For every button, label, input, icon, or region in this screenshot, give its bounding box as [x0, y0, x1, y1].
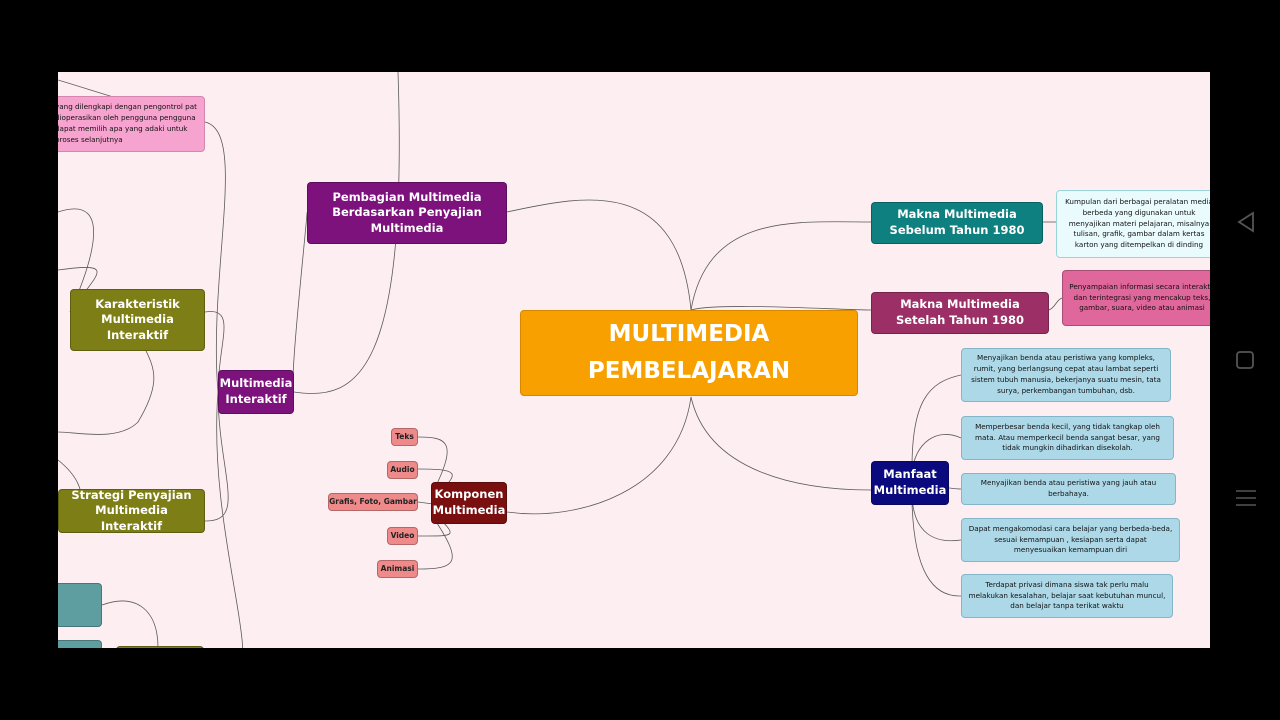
branch-makna-sebelum-1980[interactable]: Makna Multimedia Sebelum Tahun 1980: [871, 202, 1043, 244]
desc-makna-setelah-1980[interactable]: Penyampaian informasi secara interaktif …: [1062, 270, 1210, 326]
mindmap-canvas: MULTIMEDIA PEMBELAJARAN Makna Multimedia…: [58, 72, 1210, 648]
square-home-icon[interactable]: [1235, 350, 1255, 370]
komponen-teks[interactable]: Teks: [391, 428, 418, 446]
manfaat-item-5[interactable]: Terdapat privasi dimana siswa tak perlu …: [961, 574, 1173, 618]
triangle-back-icon[interactable]: [1235, 211, 1257, 233]
system-nav-bar: [1210, 0, 1280, 720]
desc-pink-interaktif[interactable]: yang dilengkapi dengan pengontrol pat di…: [58, 96, 205, 152]
komponen-animasi[interactable]: Animasi: [377, 560, 418, 578]
branch-komponen-multimedia[interactable]: Komponen Multimedia: [431, 482, 507, 524]
hamburger-menu-icon[interactable]: [1235, 488, 1257, 508]
branch-makna-setelah-1980[interactable]: Makna Multimedia Setelah Tahun 1980: [871, 292, 1049, 334]
manfaat-item-3[interactable]: Menyajikan benda atau peristiwa yang jau…: [961, 473, 1176, 505]
branch-karakteristik[interactable]: Karakteristik Multimedia Interaktif: [70, 289, 205, 351]
branch-manfaat-multimedia[interactable]: Manfaat Multimedia: [871, 461, 949, 505]
central-topic[interactable]: MULTIMEDIA PEMBELAJARAN: [520, 310, 858, 396]
komponen-grafis[interactable]: Grafis, Foto, Gambar: [328, 493, 418, 511]
komponen-audio[interactable]: Audio: [387, 461, 418, 479]
manfaat-item-2[interactable]: Memperbesar benda kecil, yang tidak tang…: [961, 416, 1174, 460]
olive-partial-node[interactable]: [116, 646, 204, 648]
komponen-video[interactable]: Video: [387, 527, 418, 545]
branch-strategi-penyajian[interactable]: Strategi Penyajian Multimedia Interaktif: [58, 488, 205, 533]
branch-multimedia-interaktif[interactable]: Multimedia Interaktif: [218, 370, 294, 414]
manfaat-item-4[interactable]: Dapat mengakomodasi cara belajar yang be…: [961, 518, 1180, 562]
desc-makna-sebelum-1980[interactable]: Kumpulan dari berbagai peralatan media b…: [1056, 190, 1210, 258]
branch-pembagian-multimedia[interactable]: Pembagian Multimedia Berdasarkan Penyaji…: [307, 182, 507, 244]
teal-partial-node-1[interactable]: [58, 583, 102, 627]
teal-partial-node-2[interactable]: [58, 640, 102, 648]
manfaat-item-1[interactable]: Menyajikan benda atau peristiwa yang kom…: [961, 348, 1171, 402]
